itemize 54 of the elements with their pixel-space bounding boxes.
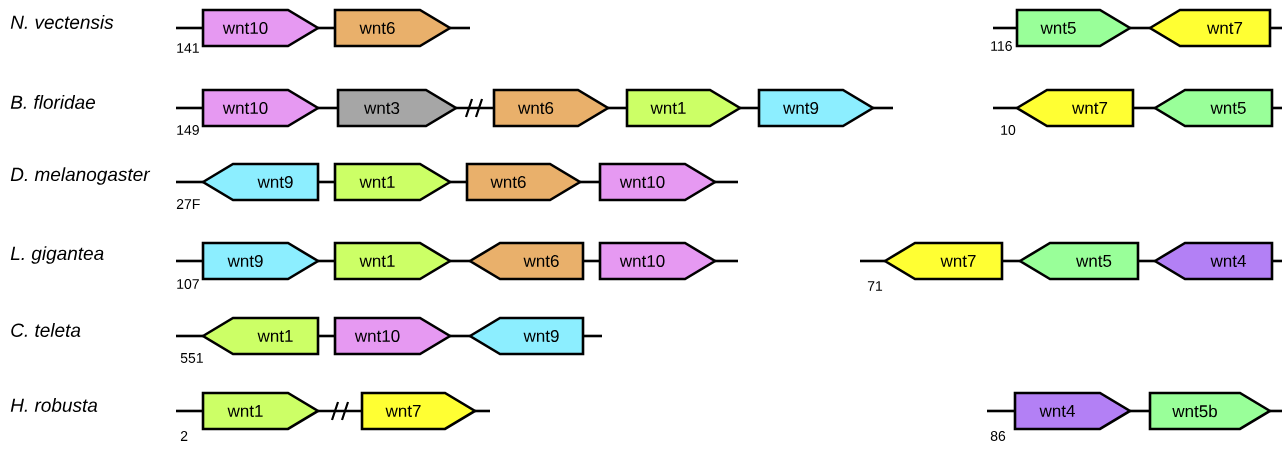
gene-block: wnt10 [598, 241, 718, 281]
gene-block: wnt10 [333, 316, 453, 356]
gene-block: wnt9 [201, 241, 321, 281]
scaffold-number: 10 [1001, 125, 1016, 135]
gene-block: wnt3 [336, 88, 459, 128]
gene-block: wnt5 [1015, 8, 1133, 48]
gene-block: wnt6 [492, 88, 611, 128]
chromosome-line [318, 106, 338, 110]
chromosome-line [580, 180, 600, 184]
chromosome-line [1133, 106, 1155, 110]
scaffold-number: 149 [177, 125, 199, 135]
gene-block: wnt10 [201, 88, 321, 128]
scaffold-number: 141 [177, 43, 199, 53]
gene-block: wnt1 [625, 88, 743, 128]
scaffold-number: 27F [176, 199, 200, 209]
chromosome-line [318, 180, 335, 184]
chromosome-line [318, 334, 335, 338]
chromosome-line [1130, 409, 1150, 413]
species-name: B. floridae [10, 95, 96, 109]
chromosome-line [608, 106, 627, 110]
scaffold-number: 86 [990, 431, 1006, 441]
chromosome-line [318, 259, 335, 263]
chromosome-line [740, 106, 759, 110]
gene-block: wnt1 [333, 162, 453, 202]
species-name: C. teleta [11, 323, 81, 337]
scaffold-number: 71 [867, 281, 883, 291]
chromosome-line [450, 334, 470, 338]
species-name: H. robusta [10, 398, 98, 412]
chromosome-line [1002, 259, 1020, 263]
gene-block: wnt6 [465, 162, 583, 202]
species-name: D. melanogaster [10, 167, 151, 185]
scaffold-number: 551 [180, 353, 203, 363]
gene-block: wnt1 [333, 241, 453, 281]
gene-block: wnt9 [757, 88, 876, 128]
gene-block: wnt5b [1148, 391, 1273, 431]
scaffold-number: 2 [180, 431, 188, 441]
chromosome-line [1130, 26, 1150, 30]
chromosome-line [318, 409, 362, 413]
gene-block: wnt7 [360, 391, 478, 431]
scaffold-number: 107 [177, 279, 199, 289]
chromosome-line [1138, 259, 1155, 263]
chromosome-line [450, 180, 467, 184]
gene-block: wnt10 [598, 162, 718, 202]
gene-block: wnt10 [201, 8, 321, 48]
chromosome-line [456, 106, 494, 110]
gene-block: wnt4 [1013, 391, 1133, 431]
gene-block: wnt1 [201, 391, 321, 431]
species-name: L. gigantea [10, 246, 104, 264]
species-name: N. vectensis [10, 15, 114, 29]
chromosome-line [583, 259, 600, 263]
gene-block: wnt6 [333, 8, 453, 48]
chromosome-line [318, 26, 335, 30]
scaffold-number: 116 [991, 41, 1012, 51]
chromosome-line [450, 259, 470, 263]
